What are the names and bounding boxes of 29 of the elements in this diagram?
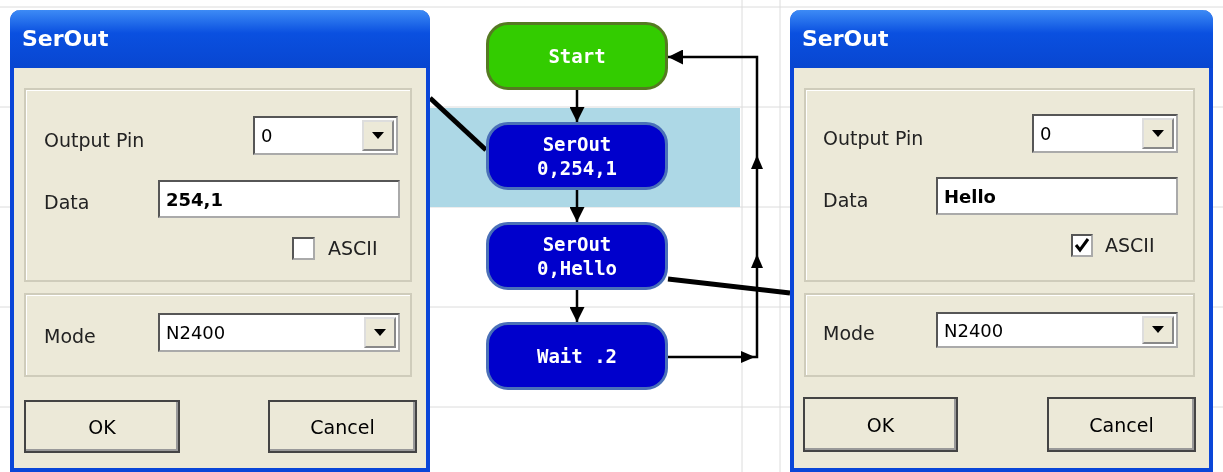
ok-button: OK (803, 397, 958, 452)
field-label: Mode (44, 324, 97, 349)
field-label: Data (823, 188, 870, 213)
arrow (569, 90, 585, 122)
dropdown-field: N2400 (158, 313, 400, 352)
ok-button: OK (24, 400, 180, 453)
leader-line (428, 96, 488, 152)
cancel-button: Cancel (1047, 397, 1196, 452)
process-box: SerOut 0,254,1 (486, 122, 668, 190)
leader-line (667, 276, 791, 296)
checkbox-label: ASCII (1105, 233, 1156, 258)
cancel-button: Cancel (268, 400, 417, 453)
dropdown-field: 0 (253, 116, 398, 155)
dropdown-field: 0 (1032, 114, 1178, 153)
arrow (569, 190, 585, 222)
input-field: Hello (936, 177, 1178, 215)
dialog-title: SerOut (22, 26, 109, 51)
field-label: Output Pin (44, 128, 146, 153)
dialog-title: SerOut (802, 26, 889, 51)
field-label: Data (44, 190, 91, 215)
arrow (569, 290, 585, 322)
process-box: Wait .2 (486, 322, 668, 390)
start-terminal: Start (486, 22, 668, 90)
input-field: 254,1 (158, 180, 400, 218)
process-box: SerOut 0,Hello (486, 222, 668, 290)
checkbox-label: ASCII (328, 236, 379, 261)
dropdown-field: N2400 (936, 312, 1178, 348)
field-label: Output Pin (823, 126, 925, 151)
field-label: Mode (823, 321, 876, 346)
